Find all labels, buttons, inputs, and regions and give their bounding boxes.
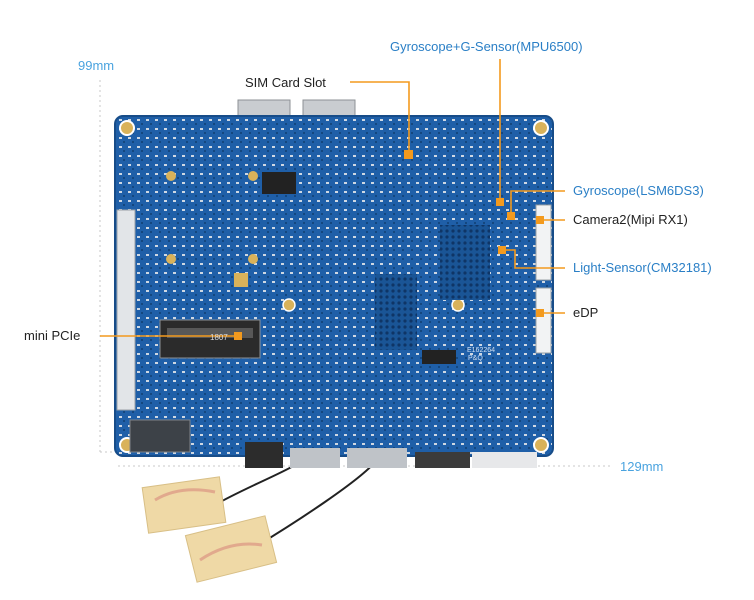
mounting-holes xyxy=(119,120,549,453)
height-dimension: 99mm xyxy=(78,58,115,73)
label-sim-card-slot: SIM Card Slot xyxy=(245,75,326,90)
label-gyro-gsensor: Gyroscope+G-Sensor(MPU6500) xyxy=(390,39,583,54)
marker-mpu6500 xyxy=(496,198,504,206)
antennas xyxy=(141,461,376,583)
marker-mini-pcie xyxy=(234,332,242,340)
label-camera2: Camera2(Mipi RX1) xyxy=(573,212,688,227)
leader-lines xyxy=(100,59,565,337)
fpc-connectors xyxy=(535,204,552,354)
label-mini-pcie: mini PCIe xyxy=(24,328,81,343)
marker-sim xyxy=(404,150,413,159)
antenna-sticker-1 xyxy=(141,476,227,534)
pin-header xyxy=(116,209,136,411)
bottom-connectors xyxy=(129,419,537,468)
soc-area xyxy=(262,172,490,364)
marker-light-sensor xyxy=(498,246,506,254)
chip-text-2: P&Q xyxy=(468,355,483,362)
pcie-mark: 1807 xyxy=(210,333,228,342)
width-dimension: 129mm xyxy=(620,459,664,474)
mini-pcie-slot xyxy=(159,273,261,359)
marker-camera2 xyxy=(536,216,544,224)
marker-edp xyxy=(536,309,544,317)
marker-lsm6ds3 xyxy=(507,212,515,220)
chip-text-1: E162264 xyxy=(467,347,495,354)
label-edp: eDP xyxy=(573,305,599,320)
label-gyro-lsm6ds3: Gyroscope(LSM6DS3) xyxy=(573,183,704,198)
label-light-sensor: Light-Sensor(CM32181) xyxy=(573,260,712,275)
edp-connector xyxy=(535,287,552,354)
callout-markers xyxy=(234,150,544,340)
antenna-sticker-2 xyxy=(184,515,278,583)
